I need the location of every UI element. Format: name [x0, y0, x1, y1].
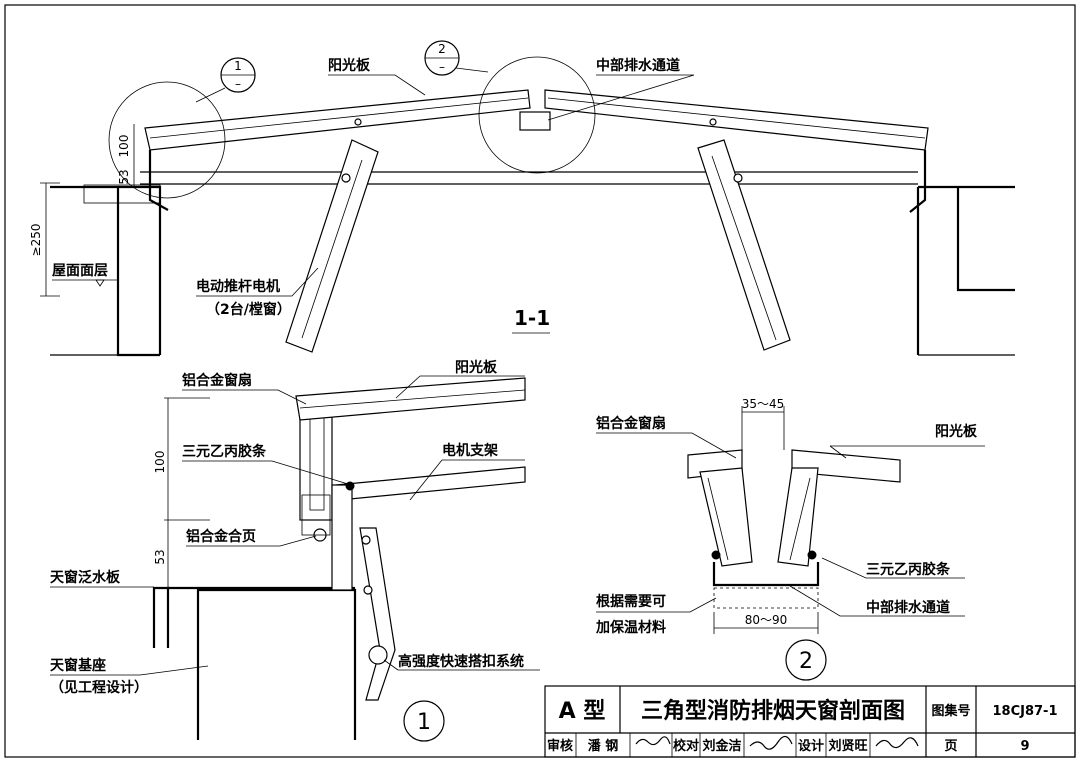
label-sash-d1: 铝合金窗扇 — [182, 372, 252, 389]
label-motor-bracket: 电机支架 — [442, 442, 498, 459]
right-motor-rod-inner — [711, 155, 777, 341]
label-sun-panel-top: 阳光板 — [328, 57, 371, 74]
left-sash — [144, 89, 531, 151]
epdm-seal — [345, 481, 355, 491]
pivot-left — [341, 173, 351, 183]
left-sash-panel — [149, 97, 529, 139]
detail-1: 100 53 铝合金窗扇 阳光板 三元乙丙胶条 电机支架 铝合金合页 天窗泛水板… — [50, 359, 540, 742]
tb-reviewer-signature — [635, 736, 671, 746]
d2-left-sash — [699, 467, 753, 567]
left-motor-rod-inner — [301, 159, 363, 339]
tb-review-label: 审核 — [547, 738, 573, 754]
label-base-note: （见工程设计） — [50, 679, 148, 696]
right-sash-panel — [547, 97, 926, 139]
detail-ref-2: 2 – — [424, 40, 489, 76]
tb-atlas-no: 18CJ87-1 — [993, 704, 1058, 719]
tb-title: 三角型消防排烟天窗剖面图 — [641, 698, 905, 724]
tb-reviewer: 潘 钢 — [588, 738, 619, 754]
sheet-border — [4, 4, 1076, 758]
base-block — [196, 588, 357, 740]
label-motor: 电动推杆电机 — [196, 278, 280, 295]
latch-arm — [359, 527, 396, 701]
d2-right-sash — [777, 467, 819, 567]
label-insulation-2: 加保温材料 — [595, 619, 666, 636]
tb-page-no: 9 — [1020, 739, 1029, 754]
tb-designer-signature — [875, 737, 919, 749]
tb-type: A 型 — [559, 699, 606, 724]
latch-knob — [368, 645, 388, 665]
right-wall-inner — [956, 187, 1015, 292]
tb-design-label: 设计 — [798, 738, 824, 754]
dim-top-53: 53 — [117, 169, 131, 184]
left-motor-rod — [285, 139, 379, 353]
tb-designer: 刘贤旺 — [828, 738, 867, 754]
right-motor-rod — [697, 139, 791, 351]
detail-1-number-circle — [403, 700, 445, 742]
dim-250: ≥250 — [29, 224, 43, 257]
tb-checker-signature — [749, 735, 793, 750]
label-flashing: 天窗泛水板 — [50, 569, 121, 586]
latch-pin-2 — [363, 585, 373, 595]
d1-dim-53: 53 — [153, 549, 167, 564]
post — [331, 484, 353, 591]
latch-pin-1 — [361, 535, 371, 545]
label-middle-drain-d2: 中部排水通道 — [866, 599, 950, 616]
d2-seal-left — [711, 550, 721, 560]
label-sun-panel-d1: 阳光板 — [455, 359, 498, 376]
dim-top-100: 100 — [117, 135, 131, 158]
d2-channel — [712, 562, 820, 587]
label-latch: 高强度快速搭扣系统 — [398, 653, 524, 670]
detail-2-number-circle — [785, 639, 827, 681]
tb-page-label: 页 — [944, 739, 957, 754]
flashing — [152, 586, 170, 648]
label-base: 天窗基座 — [50, 657, 106, 674]
d2-dim-channel: 80～90 — [745, 613, 788, 627]
right-sash — [544, 89, 929, 151]
label-motor-note: （2台/樘窗） — [206, 301, 291, 318]
label-hinge: 铝合金合页 — [186, 528, 256, 545]
detail-ref-1: 1 – — [195, 57, 256, 103]
pivot-right-top — [709, 118, 717, 126]
middle-gutter — [519, 111, 551, 131]
label-sun-panel-d2: 阳光板 — [935, 423, 978, 440]
pivot-left-top — [354, 118, 362, 126]
left-post — [148, 150, 169, 211]
tb-checker: 刘金洁 — [702, 738, 741, 754]
detail-1-number: 1 — [417, 710, 431, 735]
svg-text:2: 2 — [438, 42, 446, 56]
section-title: 1-1 — [514, 306, 550, 330]
svg-text:–: – — [439, 60, 445, 74]
tb-check-label: 校对 — [673, 738, 699, 754]
d2-dim-gap: 35～45 — [742, 397, 785, 411]
d2-insulation — [713, 587, 819, 609]
motor-bracket — [335, 466, 526, 501]
detail-2-number: 2 — [799, 649, 813, 674]
left-curb — [118, 185, 162, 355]
left-flashing-top — [83, 184, 161, 204]
d2-right-panel — [791, 449, 901, 483]
detail-2-circle — [478, 56, 596, 174]
detail-1-circle — [108, 81, 226, 199]
detail-2: 35～45 80～90 铝合金窗扇 阳光板 三元乙丙胶条 中部排水通道 根据需要… — [595, 397, 985, 681]
d2-seal-right — [807, 550, 817, 560]
label-epdm-d1: 三元乙丙胶条 — [182, 443, 267, 460]
d1-dim-100: 100 — [153, 451, 167, 474]
label-middle-drain-top: 中部排水通道 — [596, 57, 680, 74]
title-block: A 型 三角型消防排烟天窗剖面图 图集号 18CJ87-1 审核 潘 钢 校对 … — [544, 685, 1076, 758]
label-roof-layer: 屋面面层 — [52, 263, 108, 279]
hinge-body — [301, 494, 331, 536]
pivot-right — [733, 173, 743, 183]
label-sash-d2: 铝合金窗扇 — [596, 415, 666, 432]
tb-atlas-label: 图集号 — [931, 703, 970, 719]
svg-text:1: 1 — [234, 59, 242, 73]
label-insulation-1: 根据需要可 — [596, 593, 666, 610]
svg-text:–: – — [235, 77, 241, 91]
label-epdm-d2: 三元乙丙胶条 — [866, 561, 951, 578]
section-1-1: 1 – 2 – ≥250 100 53 屋面面层 阳光板 中部排水通道 电动推杆… — [29, 40, 1015, 357]
right-post — [909, 150, 927, 213]
